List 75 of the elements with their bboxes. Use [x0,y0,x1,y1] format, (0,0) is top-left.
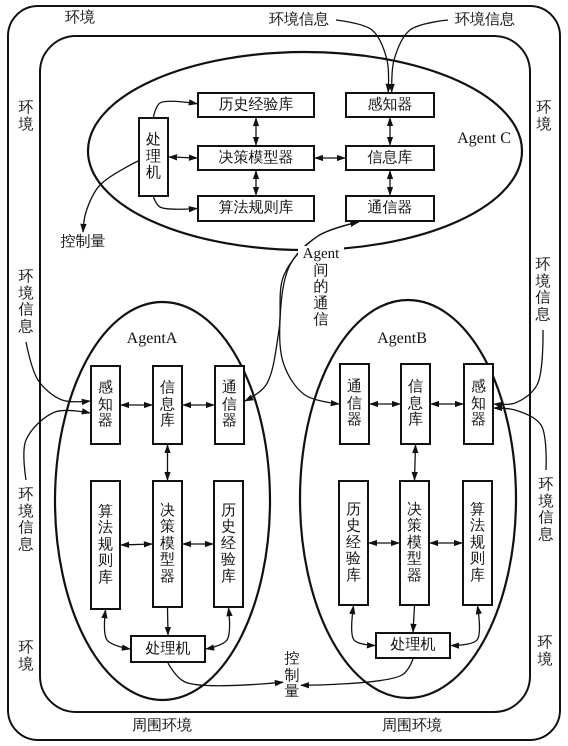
connector-arrow [388,19,448,93]
connector-arrow [167,662,284,686]
connector-arrow [368,540,400,546]
environment-label: 周围环境 [131,718,193,734]
environment-label: 环境 [18,100,34,133]
connector-arrow [430,400,464,408]
module-box: 通信器 [345,195,435,222]
environment-text: 环境信息 [17,480,35,560]
connector-arrow [23,408,91,480]
module-box: 信息库 [400,363,431,445]
connector-arrow [429,540,463,546]
connector-arrow [369,400,401,408]
connector-arrow [182,540,214,548]
module-box: 处理机 [138,117,169,197]
connector-arrow [252,117,260,146]
connector-arrow [336,19,392,93]
agent-label: Agent C [456,130,512,148]
agent-label: AgentA [126,330,178,348]
connector-arrow [412,444,418,481]
module-box: 历史经验库 [213,480,244,608]
connector-arrow [300,658,414,688]
environment-text: 环境信息 [534,250,552,330]
module-box: 感知器 [90,365,121,445]
agent-ellipse [55,302,270,700]
module-box: 处理机 [130,635,206,663]
agent-label: AgentB [376,330,428,348]
connector-arrow [386,117,394,146]
environment-label: 环境 [18,640,34,673]
environment-label: 周围环境 [381,718,443,734]
connector-arrow [279,220,360,406]
connector-arrow [493,404,547,470]
connector-arrow [205,607,233,651]
environment-text: 环境信息 [537,470,555,550]
module-box: 处理机 [375,632,451,659]
connector-arrow [120,541,153,548]
connector-arrow [252,170,260,196]
connector-arrow [25,342,91,406]
module-box: 感知器 [345,92,435,118]
environment-text: 环境信息 [262,10,336,30]
module-box: 算法规则库 [197,195,315,222]
module-box: 历史经验库 [338,480,369,606]
connector-arrow [80,160,138,233]
connector-arrow [314,154,346,162]
edge-label: Agent间的通信 [298,246,344,328]
module-box: 通信器 [339,363,370,445]
module-box: 决策模型器 [197,145,315,171]
module-box: 信息库 [152,365,183,445]
connector-arrow [410,606,417,633]
connector-arrow [168,154,198,161]
module-box: 信息库 [345,145,435,171]
connector-arrow [182,402,215,408]
module-box: 通信器 [214,365,245,445]
environment-text: 控制量 [283,645,301,707]
connector-arrow [164,608,172,636]
connector-arrow [386,170,394,196]
module-box: 算法规则库 [90,480,121,610]
environment-label: 环境 [64,10,96,26]
environment-text: 环境信息 [448,10,522,30]
module-box: 历史经验库 [197,92,315,118]
module-box: 算法规则库 [462,480,493,606]
environment-label: 环境 [536,635,554,668]
connector-arrow [152,99,198,118]
connector-arrow [152,196,198,212]
module-box: 决策模型器 [399,480,430,606]
module-box: 决策模型器 [152,480,183,608]
connector-arrow [493,330,544,408]
connector-arrow [349,605,376,648]
environment-text: 控制量 [52,232,114,252]
connector-arrow [120,402,153,408]
environment-label: 环境 [536,100,552,133]
connector-arrow [101,609,131,651]
connector-arrow [164,444,171,481]
environment-text: 环境信息 [17,262,35,342]
module-box: 感知器 [463,363,494,445]
connector-arrow [450,605,482,649]
